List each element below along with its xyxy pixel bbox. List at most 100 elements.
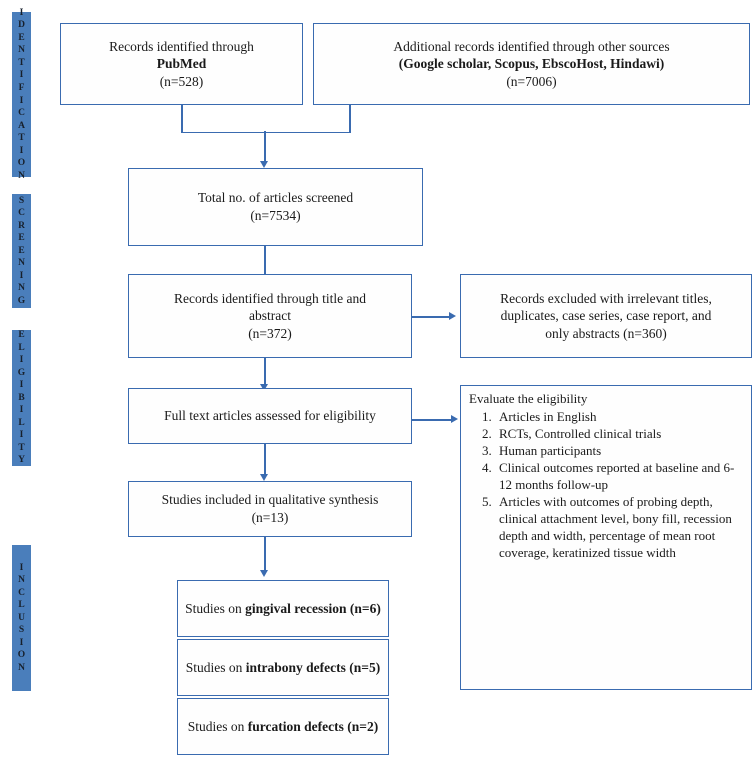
stage-bar-screening: S C R E E N I N G	[12, 194, 31, 308]
stage-letter: I	[19, 637, 24, 648]
stage-bar-identification: I D E N T I F I C A T I O N	[12, 8, 31, 181]
stage-letter: I	[19, 405, 24, 416]
box-line: duplicates, case series, case report, an…	[500, 308, 712, 324]
stage-letter: I	[19, 562, 24, 573]
eligibility-criteria-list: Articles in English RCTs, Controlled cli…	[468, 408, 745, 561]
arrow-to-total-screened	[260, 161, 268, 168]
stage-letter: B	[18, 392, 25, 403]
stage-letter: I	[19, 380, 24, 391]
stage-letter: E	[18, 233, 25, 244]
connector-fulltext-to-qualitative	[264, 444, 266, 476]
stage-letter: O	[17, 158, 26, 169]
box-count: (n=6)	[346, 600, 381, 616]
eligibility-criteria-item: Articles in English	[495, 408, 745, 425]
stage-letter: N	[18, 283, 25, 294]
stage-letter: L	[18, 417, 25, 428]
arrow-to-full-text	[260, 384, 268, 391]
box-line-emphasis: gingival recession	[245, 600, 347, 616]
connector-screened-to-title	[264, 246, 266, 276]
stage-letter: U	[18, 612, 25, 623]
connector-pubmed-stub	[181, 105, 183, 133]
box-qualitative-synthesis: Studies included in qualitative synthesi…	[128, 481, 412, 537]
stage-letter: I	[19, 270, 24, 281]
stage-bar-eligibility: E L I G I B I L I T Y	[12, 330, 31, 466]
stage-letter: F	[18, 82, 25, 93]
stage-letter: T	[18, 442, 25, 453]
stage-letter: G	[17, 295, 26, 306]
box-line: Additional records identified through ot…	[393, 38, 670, 54]
connector-other-sources-stub	[349, 105, 351, 133]
stage-letter: N	[18, 170, 25, 181]
box-line-prefix: Studies on	[185, 600, 246, 616]
stage-letter: I	[19, 145, 24, 156]
stage-letter: S	[18, 625, 25, 636]
box-records-other-sources: Additional records identified through ot…	[313, 23, 750, 105]
box-records-pubmed: Records identified through PubMed (n=528…	[60, 23, 303, 105]
stage-letter: E	[18, 32, 25, 43]
stage-letter: S	[18, 195, 25, 206]
box-line: Total no. of articles screened	[197, 190, 354, 206]
stage-letter: A	[18, 120, 25, 131]
eligibility-criteria-item: Articles with outcomes of probing depth,…	[495, 493, 745, 561]
stage-letter: N	[18, 45, 25, 56]
connector-qualitative-to-inclusion	[264, 537, 266, 572]
box-count: (n=2)	[343, 718, 379, 734]
box-count: (n=528)	[159, 73, 204, 89]
box-records-excluded: Records excluded with irrelevant titles,…	[460, 274, 752, 358]
box-line: Full text articles assessed for eligibil…	[164, 408, 376, 424]
stage-letter: D	[18, 20, 25, 31]
box-line: abstract	[249, 308, 291, 324]
stage-letter: E	[18, 245, 25, 256]
stage-letter: E	[18, 330, 25, 341]
box-studies-gingival-recession: Studies on gingival recession (n=6)	[177, 580, 389, 637]
box-line-emphasis: PubMed	[156, 56, 207, 72]
box-count: only abstracts (n=360)	[545, 325, 667, 341]
box-count: (n=372)	[248, 325, 292, 341]
box-line-emphasis: (Google scholar, Scopus, EbscoHost, Hind…	[398, 56, 665, 72]
stage-letter: N	[18, 575, 25, 586]
stage-letter: I	[19, 7, 24, 18]
box-line-prefix: Studies on	[187, 718, 248, 734]
connector-fulltext-to-criteria	[410, 419, 452, 421]
box-line: Studies included in qualitative synthesi…	[161, 492, 379, 508]
box-count: (n=7534)	[250, 208, 301, 223]
box-line-emphasis: furcation defects	[247, 718, 344, 734]
eligibility-criteria-item: Clinical outcomes reported at baseline a…	[495, 459, 745, 493]
box-total-screened: Total no. of articles screened (n=7534)	[128, 168, 423, 246]
stage-letter: C	[18, 587, 25, 598]
arrow-to-excluded	[449, 312, 456, 320]
stage-bar-inclusion: I N C L U S I O N	[12, 545, 31, 691]
stage-letter: I	[19, 95, 24, 106]
box-line: Records identified through	[109, 38, 254, 54]
arrow-to-eligibility-criteria	[451, 415, 458, 423]
stage-letter: I	[19, 355, 24, 366]
box-line-prefix: Studies on	[185, 659, 246, 675]
stage-letter: O	[17, 650, 26, 661]
stage-letter: I	[19, 70, 24, 81]
box-line: Records excluded with irrelevant titles,	[500, 290, 712, 306]
connector-title-to-excluded	[410, 316, 450, 318]
eligibility-criteria-item: RCTs, Controlled clinical trials	[495, 425, 745, 442]
box-title-abstract: Records identified through title and abs…	[128, 274, 412, 358]
stage-letter: T	[18, 133, 25, 144]
box-count: (n=5)	[345, 659, 381, 675]
eligibility-criteria-item: Human participants	[495, 442, 745, 459]
stage-letter: L	[18, 342, 25, 353]
eligibility-criteria-title: Evaluate the eligibility	[469, 391, 588, 406]
box-line: Records identified through title and	[174, 290, 366, 306]
stage-letter: L	[18, 600, 25, 611]
box-eligibility-criteria: Evaluate the eligibility Articles in Eng…	[460, 385, 752, 690]
stage-letter: R	[18, 220, 25, 231]
stage-letter: I	[19, 430, 24, 441]
box-line-emphasis: intrabony defects	[245, 659, 346, 675]
stage-letter: C	[18, 208, 25, 219]
box-studies-furcation-defects: Studies on furcation defects (n=2)	[177, 698, 389, 755]
stage-letter: Y	[18, 455, 25, 466]
stage-letter: C	[18, 108, 25, 119]
box-full-text-assessed: Full text articles assessed for eligibil…	[128, 388, 412, 444]
stage-letter: N	[18, 662, 25, 673]
arrow-to-inclusion-boxes	[260, 570, 268, 577]
stage-letter: T	[18, 57, 25, 68]
connector-title-to-fulltext	[264, 358, 266, 386]
